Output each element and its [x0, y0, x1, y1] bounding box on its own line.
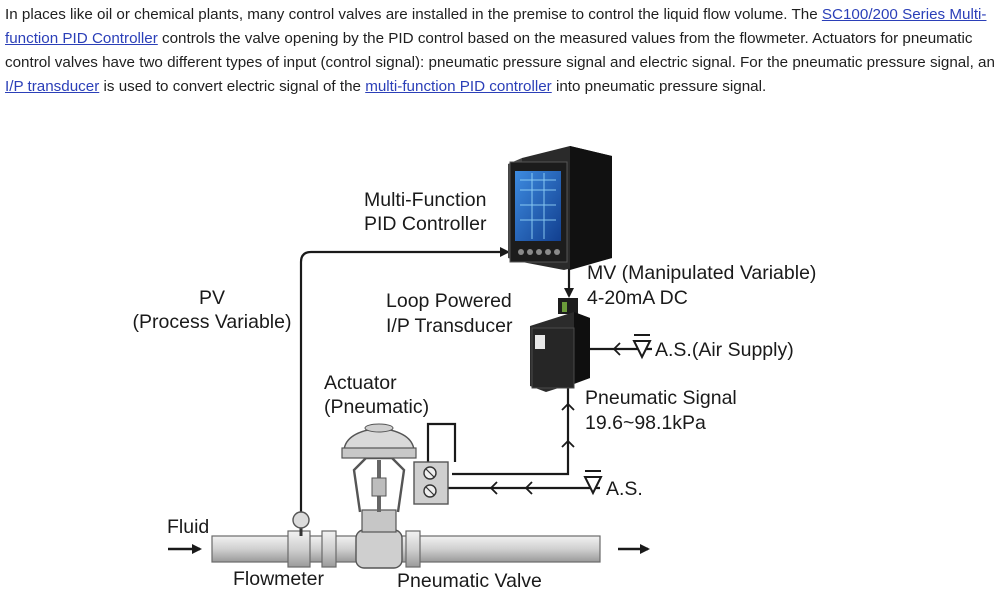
valve-label: Pneumatic Valve [397, 570, 542, 592]
intro-text-1: In places like oil or chemical plants, m… [5, 6, 822, 23]
mv-label-1: MV (Manipulated Variable) [587, 262, 816, 284]
flowmeter-sensor [292, 511, 310, 536]
ip-transducer-device [530, 298, 590, 392]
controller-screen [515, 171, 561, 241]
controller-label-2: PID Controller [364, 213, 487, 235]
controller-label-1: Multi-Function [364, 189, 486, 211]
ip-label-2: I/P Transducer [386, 315, 513, 337]
actuator-label-2: (Pneumatic) [324, 396, 429, 418]
intro-paragraph: In places like oil or chemical plants, m… [5, 3, 1003, 99]
air-supply-label: A.S.(Air Supply) [655, 339, 794, 361]
link-ip-transducer[interactable]: I/P transducer [5, 78, 100, 95]
mv-label-2: 4-20mA DC [587, 287, 688, 309]
ip-label-1: Loop Powered [386, 290, 512, 312]
pneumatic-valve [341, 423, 449, 569]
air-supply-symbol [632, 334, 652, 360]
pv-label-1: PV [199, 287, 225, 309]
flow-chevrons [489, 342, 621, 495]
pv-label-2: (Process Variable) [133, 311, 292, 333]
link-pid-series[interactable]: SC100/200 Series Multi-function PID Cont… [5, 6, 987, 47]
air-supply-label-2: A.S. [606, 478, 643, 500]
pid-controller-device [508, 146, 612, 270]
pneumatic-signal-label-2: 19.6~98.1kPa [585, 412, 706, 434]
flowmeter-label: Flowmeter [233, 568, 325, 590]
fluid-pipe [211, 530, 601, 568]
intro-text-2: controls the valve opening by the PID co… [5, 30, 995, 71]
fluid-label: Fluid [167, 516, 209, 538]
intro-text-3: is used to convert electric signal of th… [99, 78, 366, 95]
air-supply-symbol-2 [583, 470, 603, 496]
actuator-label-1: Actuator [324, 372, 397, 394]
signal-lines [299, 247, 652, 512]
pneumatic-signal-label-1: Pneumatic Signal [585, 387, 737, 409]
link-pid-controller[interactable]: multi-function PID controller [365, 78, 552, 95]
intro-text-4: into pneumatic pressure signal. [551, 78, 767, 95]
